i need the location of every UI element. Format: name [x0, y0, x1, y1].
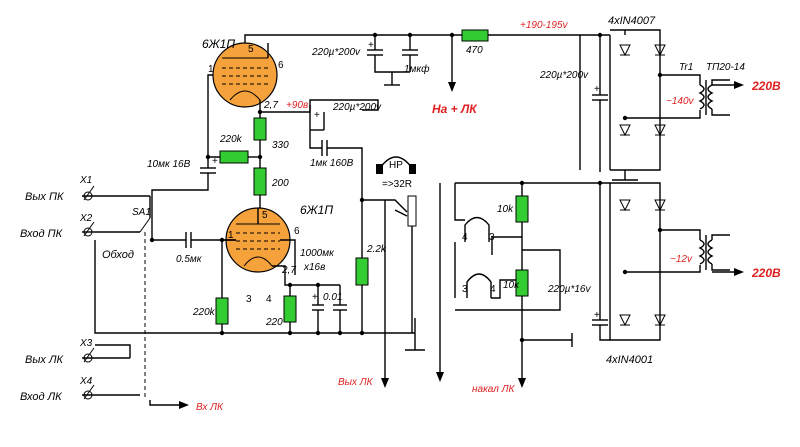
- label-nakal-lk: накал ЛК: [472, 384, 516, 395]
- label-cap-mid: 220µ*200v: [332, 102, 382, 113]
- connector-x1: X1: [79, 175, 92, 186]
- label-cap-1mk160: 1мк 160В: [310, 158, 354, 169]
- resistors: [215, 29, 529, 325]
- label-out-lk: Вых ЛК: [25, 354, 64, 366]
- label-hp-imp: =>32R: [382, 179, 412, 190]
- label-220v-bottom: 220В: [751, 266, 781, 280]
- label-r220k-bottom: 220k: [192, 307, 216, 318]
- tube-top-label: 6Ж1П: [202, 37, 235, 51]
- label-220v-top: 220В: [751, 79, 781, 93]
- pin-t6: 6: [278, 60, 284, 71]
- voltage-27a: 2,7: [263, 100, 278, 111]
- resistor-10k-top: [515, 195, 529, 223]
- pin-b1: 1: [228, 230, 234, 241]
- label-r220: 220: [265, 317, 283, 328]
- diodes: [619, 44, 666, 327]
- label-bypass: Обход: [102, 249, 134, 261]
- label-cap-05: 0.5мк: [176, 254, 203, 265]
- label-vx-lk: Вх ЛК: [196, 402, 224, 413]
- label-out-pk: Вых ПК: [25, 191, 64, 203]
- pin-b6: 6: [294, 226, 300, 237]
- label-in-lk: Вход ЛК: [20, 391, 62, 403]
- socket-pin-b3: 3: [462, 284, 468, 295]
- plus-mark-1: +: [368, 40, 374, 51]
- label-r200: 200: [271, 178, 289, 189]
- connector-x2: X2: [79, 213, 93, 224]
- label-in-pk: Вход ПК: [20, 228, 63, 240]
- resistor-470: [461, 29, 489, 42]
- label-tr1: Tr1: [679, 62, 693, 73]
- voltage-190: +190-195v: [520, 20, 569, 31]
- label-r220k-top: 220k: [219, 134, 243, 145]
- label-rect-top: 4xIN4007: [608, 15, 656, 27]
- plus-mark-5: +: [594, 84, 600, 95]
- plus-mark-4: +: [312, 292, 318, 303]
- socket-pin-b4: 4: [490, 284, 496, 295]
- resistor-200: [253, 167, 267, 196]
- label-cap-10mk: 10мк 16В: [147, 159, 191, 170]
- resistor-330: [253, 117, 267, 141]
- plus-mark-3: +: [212, 156, 218, 167]
- socket-pin-a4: 4: [462, 232, 468, 243]
- connector-x3: X3: [79, 338, 93, 349]
- resistor-220k-top: [219, 150, 249, 164]
- switch-sa1: SA1: [132, 207, 151, 218]
- pin-t5: 5: [248, 44, 254, 55]
- label-cap-1000v: х16в: [303, 262, 325, 273]
- resistor-2-2k: [355, 257, 369, 286]
- label-cap-rect-top: 220µ*200v: [539, 70, 589, 81]
- wires: [94, 29, 744, 388]
- label-r470: 470: [466, 45, 483, 56]
- tube-bottom-label: 6Ж1П: [300, 203, 333, 217]
- pin-t1: 1: [208, 64, 214, 75]
- pin-b5: 5: [262, 210, 268, 221]
- headphones-icon: [376, 156, 416, 174]
- voltage-90: +90в: [286, 100, 308, 111]
- socket-pin-a3: 3: [489, 232, 495, 243]
- label-na-lk: На + ЛК: [432, 102, 478, 116]
- labels: 6Ж1П 6Ж1П 5 6 1 5 6 1 3 4 330 200 220k 4…: [20, 15, 781, 413]
- label-vyx-lk-bottom: Вых ЛК: [338, 377, 374, 388]
- label-r330: 330: [272, 140, 289, 151]
- voltage-12: ~12v: [670, 254, 693, 265]
- pin-b4: 4: [266, 294, 272, 305]
- plus-mark-2: +: [314, 110, 320, 121]
- resistor-220: [283, 295, 297, 323]
- label-cap-top: 220µ*200v: [311, 47, 361, 58]
- junctions: [149, 32, 663, 343]
- label-hp: HP: [389, 160, 403, 171]
- resistor-220k-bottom: [215, 297, 229, 325]
- label-r10k-top: 10k: [497, 204, 514, 215]
- label-tp20: ТП20-14: [706, 62, 745, 73]
- label-r10k-bottom: 10k: [503, 280, 520, 291]
- label-cap-1000: 1000мк: [300, 248, 335, 259]
- input-connectors: [82, 185, 189, 409]
- label-cap-1mkf: 1мкф: [404, 63, 430, 75]
- pin-b3: 3: [246, 294, 252, 305]
- label-cap-001: 0.01: [323, 292, 342, 303]
- connector-x4: X4: [79, 376, 93, 387]
- voltage-140: ~140v: [666, 96, 695, 107]
- plus-mark-6: +: [594, 310, 600, 321]
- resistor-10k-bottom: [515, 269, 529, 297]
- label-rect-bottom: 4xIN4001: [606, 354, 653, 366]
- voltage-27b: 2,7: [281, 265, 296, 276]
- label-r2-2k: 2.2k: [366, 244, 387, 255]
- tube-top: [212, 42, 278, 108]
- label-cap-rect-bot: 220µ*16v: [547, 284, 591, 295]
